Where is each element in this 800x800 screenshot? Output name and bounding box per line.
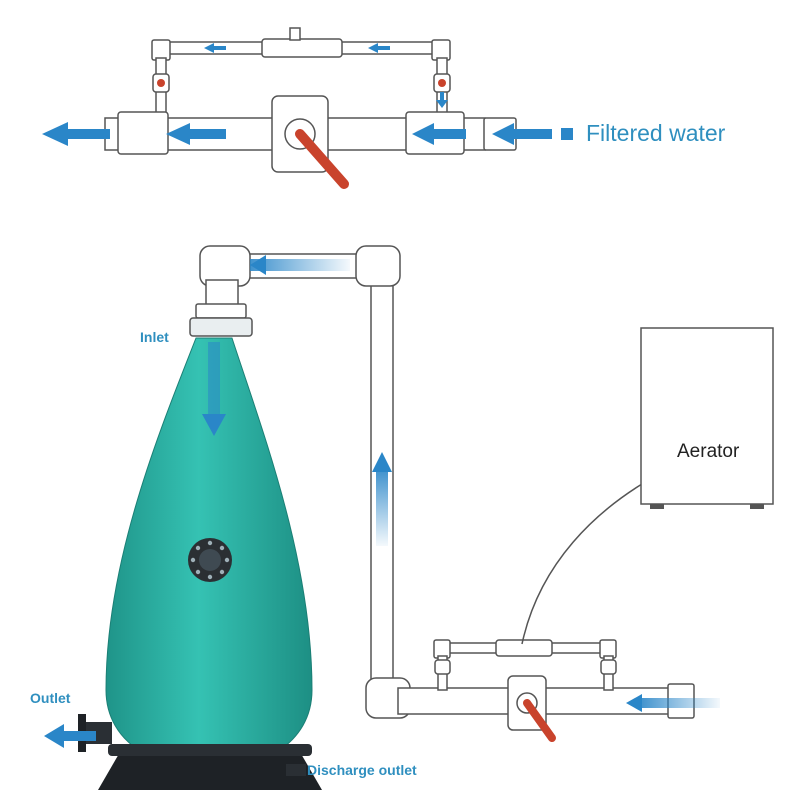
flow-arrow (626, 694, 642, 712)
filtered-water-label: Filtered water (586, 120, 726, 146)
inlet-top-flow (250, 259, 350, 271)
aerator-foot-right (750, 504, 764, 509)
aerator-unit (640, 327, 774, 509)
tank-manhole-cover (199, 549, 221, 571)
flow-arrow (436, 92, 448, 108)
lower-bypass-valve-right (600, 659, 617, 675)
top-bypass-valve-right-handle (438, 79, 446, 87)
flow-arrow (42, 122, 110, 146)
top-bypass-elbow-right (431, 39, 451, 61)
flow-source-marker (561, 128, 573, 140)
aerator-label: Aerator (677, 441, 740, 462)
top-bypass-injector (261, 38, 343, 58)
aerator-box (640, 327, 774, 505)
tank-base-ring (108, 744, 312, 756)
inlet-label: Inlet (140, 329, 169, 345)
outlet-label: Outlet (30, 690, 71, 706)
inlet-spray-flow (208, 342, 220, 420)
outlet-flow-arrow (44, 724, 96, 748)
discharge-outlet-label: Discharge outlet (307, 762, 417, 778)
flow-arrow (250, 255, 266, 275)
lower-main-valve-handle (523, 699, 556, 742)
inlet-flange (195, 303, 247, 319)
top-bypass-valve-left-handle (157, 79, 165, 87)
tank-manhole-bolts (190, 540, 230, 580)
flow-arrow (492, 123, 552, 145)
aerator-air-hose (521, 483, 643, 645)
flow-arrow (372, 452, 392, 472)
lower-inlet-flow (640, 698, 720, 708)
top-bypass-elbow-left (151, 39, 171, 61)
lower-bypass-injector (495, 639, 553, 657)
inlet-drop-pipe (205, 279, 239, 307)
tank-discharge-nozzle (286, 764, 306, 776)
tank-base (98, 752, 322, 790)
inlet-nozzle (189, 317, 253, 337)
flow-arrow (166, 123, 226, 145)
flow-arrow (412, 123, 466, 145)
flow-arrow (368, 43, 390, 53)
top-flow-arrows (42, 43, 573, 146)
riser-flow (376, 470, 388, 546)
lower-venturi-assembly (433, 639, 617, 731)
flow-arrow (204, 43, 226, 53)
inlet-elbow-right (355, 245, 401, 287)
top-main-pipe-left-fitting (117, 111, 169, 155)
lower-bypass-valve-left (434, 659, 451, 675)
top-main-valve-handle (295, 129, 349, 189)
top-bypass-injector-cap (289, 27, 301, 41)
aeration-tank (78, 337, 322, 790)
flow-arrow (202, 414, 226, 436)
aerator-foot-left (650, 504, 664, 509)
